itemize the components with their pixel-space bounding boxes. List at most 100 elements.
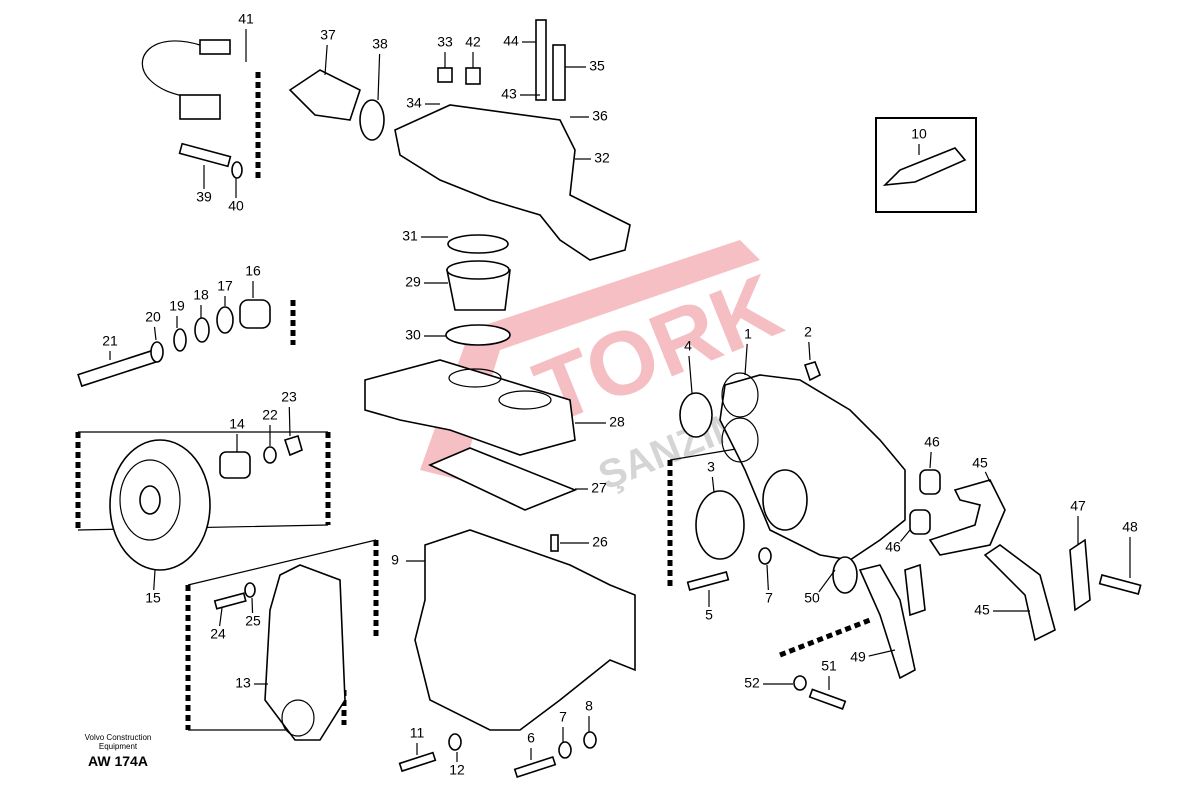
- callout-17: 17: [217, 278, 233, 294]
- part-flange: [288, 69, 361, 121]
- part-bolt: [178, 142, 232, 168]
- part-bolt: [213, 592, 247, 610]
- part-bolt: [77, 348, 159, 388]
- callout-39: 39: [196, 189, 212, 205]
- callout-21: 21: [102, 333, 118, 349]
- callout-leader: [711, 476, 715, 493]
- part-plug: [803, 361, 822, 382]
- callout-50: 50: [804, 590, 820, 606]
- part-spacer: [219, 451, 251, 479]
- callout-leader: [324, 44, 328, 76]
- callout-23: 23: [281, 389, 297, 405]
- callout-12: 12: [449, 762, 465, 778]
- callout-43: 43: [501, 86, 517, 102]
- callout-27: 27: [591, 480, 607, 496]
- part-plug: [437, 67, 453, 83]
- callout-37: 37: [320, 27, 336, 43]
- part-nut: [283, 434, 303, 457]
- callout-42: 42: [465, 34, 481, 50]
- callout-2: 2: [804, 324, 812, 340]
- callout-15: 15: [145, 590, 161, 606]
- callout-3: 3: [707, 459, 715, 475]
- callout-1: 1: [744, 326, 752, 342]
- callout-5: 5: [705, 607, 713, 623]
- callout-9: 9: [391, 552, 399, 568]
- callout-4: 4: [684, 338, 692, 354]
- title-block: Volvo Construction Equipment AW 174A: [68, 733, 168, 769]
- callout-leader: [153, 326, 157, 341]
- callout-47: 47: [1070, 498, 1086, 514]
- callout-33: 33: [437, 34, 453, 50]
- part-gasket: [428, 447, 578, 511]
- part-lower-housing: [414, 529, 636, 731]
- callout-10: 10: [911, 126, 927, 142]
- callout-44: 44: [503, 33, 519, 49]
- callout-45: 45: [972, 455, 988, 471]
- part-bolt: [686, 570, 730, 592]
- callout-8: 8: [585, 698, 593, 714]
- part-o-ring: [695, 490, 745, 560]
- callout-leader: [929, 451, 932, 469]
- part-o-ring: [679, 392, 713, 438]
- part-washer: [231, 161, 243, 179]
- callout-38: 38: [372, 36, 388, 52]
- callout-36: 36: [592, 108, 608, 124]
- callout-26: 26: [592, 534, 608, 550]
- part-hose: [928, 479, 1006, 556]
- callout-24: 24: [210, 626, 226, 642]
- part-o-ring: [359, 99, 385, 141]
- callout-52: 52: [744, 675, 760, 691]
- callout-leader: [251, 597, 254, 614]
- callout-31: 31: [402, 228, 418, 244]
- part-pipe: [858, 564, 916, 680]
- sealant-tube-icon: [882, 147, 967, 187]
- callout-41: 41: [238, 11, 254, 27]
- callout-leader: [744, 343, 748, 376]
- part-seal-ring: [447, 234, 509, 254]
- callout-leader: [900, 529, 911, 542]
- callout-20: 20: [145, 309, 161, 325]
- callout-46: 46: [924, 434, 940, 450]
- part-clamp: [1069, 538, 1091, 612]
- callout-51: 51: [821, 658, 837, 674]
- part-pipe-housing: [364, 359, 576, 456]
- callout-29: 29: [405, 274, 421, 290]
- callout-leader: [984, 471, 991, 483]
- callout-34: 34: [406, 95, 422, 111]
- callout-45: 45: [974, 602, 990, 618]
- callout-22: 22: [262, 407, 278, 423]
- part-bolt: [552, 44, 566, 101]
- company-line2: Equipment: [98, 742, 138, 751]
- callout-7: 7: [559, 709, 567, 725]
- part-bracket: [264, 564, 346, 741]
- callout-32: 32: [594, 150, 610, 166]
- part-bolt: [1098, 574, 1142, 596]
- part-thermostat-housing: [394, 104, 631, 261]
- callout-leader: [818, 569, 836, 593]
- part-bolt: [398, 751, 437, 773]
- callout-leader: [153, 569, 156, 591]
- part-hose: [983, 544, 1056, 642]
- callout-28: 28: [609, 414, 625, 430]
- callout-46: 46: [885, 539, 901, 555]
- callout-leader: [288, 406, 291, 437]
- callout-40: 40: [228, 198, 244, 214]
- callout-11: 11: [410, 725, 425, 741]
- company-line1: Volvo Construction: [84, 733, 152, 742]
- callout-leader: [377, 53, 381, 101]
- callout-leader: [688, 355, 693, 394]
- callout-leader: [868, 649, 896, 657]
- callout-19: 19: [169, 298, 185, 314]
- part-water-pump: [719, 374, 906, 561]
- callout-30: 30: [405, 327, 421, 343]
- part-plug: [465, 67, 481, 85]
- callout-18: 18: [193, 287, 209, 303]
- drawing-code: AW 174A: [88, 753, 148, 769]
- callout-leader: [808, 341, 811, 361]
- part-bushing: [239, 299, 271, 329]
- callout-leader: [219, 607, 223, 627]
- part-pipe: [535, 19, 547, 101]
- callout-leader: [766, 564, 769, 591]
